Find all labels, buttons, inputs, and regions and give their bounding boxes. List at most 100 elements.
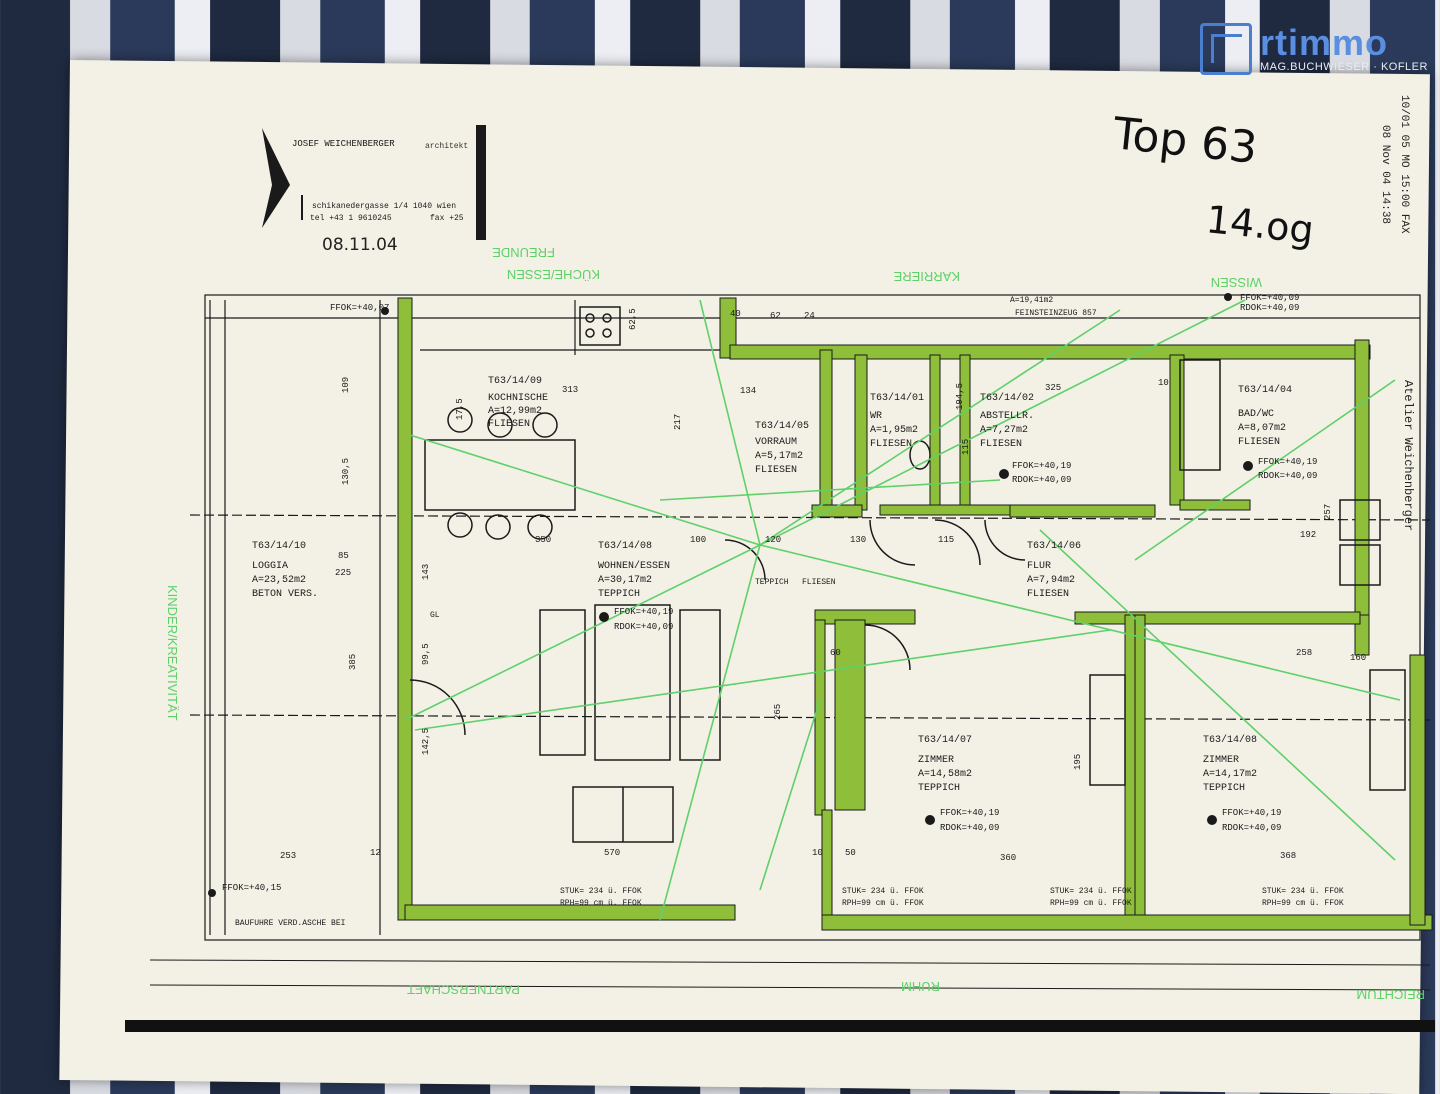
room-name: FLUR (1027, 561, 1051, 572)
dimension: 192 (1300, 530, 1316, 540)
level-marker-icons (208, 293, 1253, 897)
date-stamp: 08.11.04 (322, 235, 398, 255)
room-floor: FLIESEN (980, 439, 1022, 450)
bottom-bar (125, 1020, 1435, 1032)
level-rdok: RDOK=+40,09 (1222, 823, 1281, 833)
dimension: 12 (370, 848, 381, 858)
dimension: 257 (1323, 504, 1333, 520)
green-label-wissen: WISSEN (1211, 275, 1262, 290)
dimension: 313 (562, 385, 578, 395)
level-rdok: RDOK=+40,09 (1240, 303, 1299, 313)
dimension: 225 (335, 568, 351, 578)
dimension: 134 (740, 386, 756, 396)
room-floor: FLIESEN (488, 419, 530, 430)
room-area: A=30,17m2 (598, 575, 652, 586)
level-ffok: FFOK=+40,19 (1222, 808, 1281, 818)
note-stuk: STUK= 234 ü. FFOK (842, 887, 924, 896)
room-name: WR (870, 411, 882, 422)
room-id: T63/14/04 (1238, 384, 1292, 396)
level-rdok: RDOK=+40,09 (1012, 475, 1071, 485)
dimension: 368 (1280, 851, 1296, 861)
green-label-freunde: FREUNDE (492, 245, 555, 260)
plan-notes: FEINSTEINZEUG 857 A=19,41m2 STUK= 234 ü.… (235, 296, 1344, 928)
dimension: 195 (1073, 754, 1083, 770)
dimension: 385 (348, 654, 358, 670)
dimension: 325 (1045, 383, 1061, 393)
room-area: A=8,07m2 (1238, 423, 1286, 434)
room-area: A=7,27m2 (980, 425, 1028, 436)
dimension: 60 (830, 648, 841, 658)
level-ffok: FFOK=+40,09 (1240, 293, 1299, 303)
room-id: T63/14/05 (755, 420, 809, 432)
note-fliesen: FLIESEN (802, 578, 836, 587)
room-id: T63/14/06 (1027, 540, 1081, 552)
room-labels: T63/14/09 KOCHNISCHE A=12,99m2 FLIESEN T… (252, 375, 1292, 794)
level-ffok: FFOK=+40,19 (940, 808, 999, 818)
room-area: A=12,99m2 (488, 406, 542, 417)
dimension: 17,5 (455, 398, 465, 420)
room-area: A=5,17m2 (755, 451, 803, 462)
level-rdok: RDOK=+40,09 (940, 823, 999, 833)
room-floor: TEPPICH (1203, 783, 1245, 794)
room-floor: FLIESEN (870, 439, 912, 450)
dimension: 24 (804, 311, 815, 321)
brand-icon (1200, 23, 1252, 75)
room-name: ZIMMER (1203, 755, 1239, 766)
brand-subtitle: MAG.BUCHWIESER · KOFLER (1260, 61, 1428, 73)
architect-address: schikanedergasse 1/4 1040 wien (312, 202, 456, 211)
level-ffok: FFOK=+40,19 (1012, 461, 1071, 471)
dimension: 85 (338, 551, 349, 561)
fax-sender: Atelier Weichenberger (1401, 380, 1415, 531)
room-id: T63/14/02 (980, 392, 1034, 404)
room-floor: FLIESEN (755, 465, 797, 476)
green-label-ruhm: RUHM (901, 979, 940, 994)
dimension: 109 (341, 377, 351, 393)
dimension: 160 (1350, 653, 1366, 663)
room-name: ZIMMER (918, 755, 954, 766)
dimension: 62,5 (628, 308, 638, 330)
dimension: 10 (812, 848, 823, 858)
dimension: 130,5 (341, 458, 351, 485)
architect-name: JOSEF WEICHENBERGER (292, 139, 395, 149)
green-label-partnerschaft: PARTNERSCHAFT (407, 982, 520, 997)
fax-line-2: 08 Nov 04 14:38 (1379, 125, 1391, 224)
dimension-labels: 134 217 313 350 100 120 130 115 325 192 … (280, 308, 1366, 863)
level-ffok: FFOK=+40,19 (1258, 457, 1317, 467)
room-id: T63/14/07 (918, 734, 972, 746)
room-id: T63/14/09 (488, 375, 542, 387)
walls (397, 297, 1433, 931)
brand-logo: rtimmo MAG.BUCHWIESER · KOFLER (1200, 18, 1430, 80)
handwritten-unit: Top 63 (1110, 108, 1260, 174)
room-name: WOHNEN/ESSEN (598, 560, 670, 572)
dimension: 253 (280, 851, 296, 861)
note-feinsteinzeug: FEINSTEINZEUG 857 (1015, 309, 1097, 318)
architect-role: architekt (425, 142, 468, 151)
note-rph: RPH=99 cm ü. FFOK (1262, 899, 1344, 908)
fax-line-1: 10/01 05 MO 15:00 FAX (1398, 95, 1410, 234)
room-area: A=23,52m2 (252, 575, 306, 586)
dimension: 120 (765, 535, 781, 545)
note-area-top: A=19,41m2 (1010, 296, 1053, 305)
note-teppich: TEPPICH (755, 578, 789, 587)
architect-fax: fax +25 (430, 214, 464, 223)
green-label-kinder: KINDER/KREATIVITÄT (165, 585, 180, 721)
room-floor: BETON VERS. (252, 589, 318, 600)
handwritten-floor: 14.og (1204, 197, 1316, 252)
room-area: A=7,94m2 (1027, 575, 1075, 586)
level-loggia-bottom: FFOK=+40,15 (222, 883, 281, 893)
dimension: 570 (604, 848, 620, 858)
green-label-karriere: KARRIERE (893, 269, 960, 284)
room-floor: FLIESEN (1027, 589, 1069, 600)
room-floor: FLIESEN (1238, 437, 1280, 448)
level-rdok: RDOK=+40,09 (614, 622, 673, 632)
note-gl: GL (430, 611, 440, 620)
room-name: KOCHNISCHE (488, 393, 548, 404)
room-area: A=14,17m2 (1203, 769, 1257, 780)
plan-linework (149, 294, 1431, 991)
level-labels: FFOK=+40,19 RDOK=+40,09 FFOK=+40,19 RDOK… (222, 293, 1317, 893)
dimension: 350 (535, 535, 551, 545)
room-id: T63/14/08 (598, 540, 652, 552)
room-name: BAD/WC (1238, 408, 1274, 420)
room-name: LOGGIA (252, 561, 288, 572)
